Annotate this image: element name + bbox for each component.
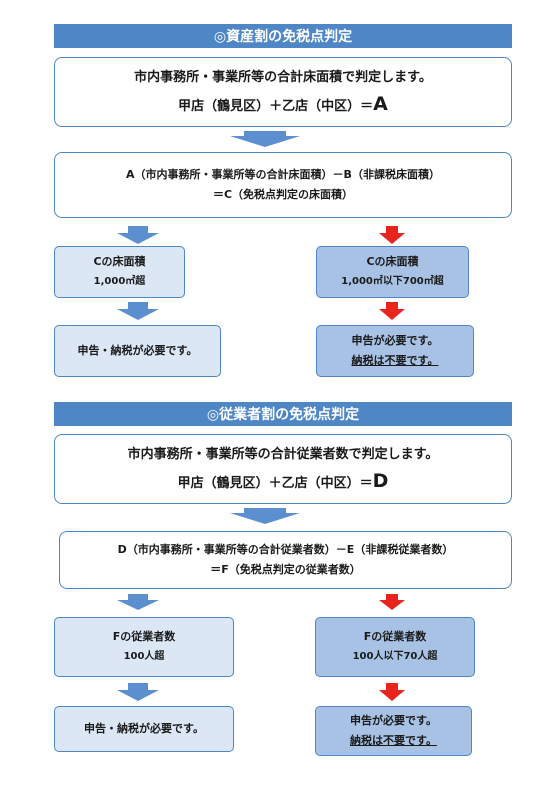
section1-right-card-title: Cの床面積: [366, 255, 419, 268]
section1-right-result-line1: 申告が必要です。: [351, 334, 439, 347]
section1-right-card: Cの床面積 1,000㎡以下700㎡超: [316, 246, 469, 298]
section2-intro-box: 市内事務所・事業所等の合計従業者数で判定します。 甲店（鶴見区）＋乙店（中区）＝…: [54, 434, 512, 504]
section1-var-a: A: [373, 92, 388, 115]
section2-left-card-condition: 100人超: [123, 651, 165, 662]
section2-header: ◎従業者割の免税点判定: [54, 402, 512, 426]
section1-intro-line2: 甲店（鶴見区）＋乙店（中区）＝A: [178, 91, 388, 120]
down-arrow-red-icon: [379, 226, 405, 244]
section1-intro-box: 市内事務所・事業所等の合計床面積で判定します。 甲店（鶴見区）＋乙店（中区）＝A: [54, 57, 512, 127]
section2-formula-box: D（市内事務所・事業所等の合計従業者数）－E（非課税従業者数） ＝F（免税点判定…: [59, 531, 512, 589]
section1-left-card-title: Cの床面積: [93, 255, 146, 268]
section2-left-card: Fの従業者数 100人超: [54, 617, 234, 677]
section2-right-card: Fの従業者数 100人以下70人超: [315, 617, 475, 677]
section1-intro-prefix: 甲店（鶴見区）＋乙店（中区）＝: [178, 98, 374, 114]
section2-header-text: ◎従業者割の免税点判定: [206, 407, 360, 423]
down-arrow-icon: [230, 508, 300, 524]
section2-right-result-line1: 申告が必要です。: [350, 714, 437, 727]
section1-formula-line2: ＝C（免税点判定の床面積）: [212, 188, 354, 201]
section1-formula-line1: A（市内事務所・事業所等の合計床面積）－B（非課税床面積）: [126, 168, 440, 181]
section1-left-result: 申告・納税が必要です。: [54, 325, 221, 377]
section1-left-card-condition: 1,000㎡超: [93, 276, 146, 287]
down-arrow-red-icon: [379, 594, 405, 610]
section2-intro-line2: 甲店（鶴見区）＋乙店（中区）＝D: [178, 468, 389, 497]
section2-var-d: D: [372, 469, 389, 492]
section2-right-card-condition: 100人以下70人超: [352, 651, 438, 662]
section2-right-card-title: Fの従業者数: [363, 630, 427, 643]
section2-right-result: 申告が必要です。 納税は不要です。: [315, 706, 472, 756]
down-arrow-icon: [117, 302, 159, 320]
section2-left-card-title: Fの従業者数: [112, 630, 176, 643]
section1-header: ◎資産割の免税点判定: [54, 24, 512, 48]
section2-intro-line1: 市内事務所・事業所等の合計従業者数で判定します。: [127, 446, 439, 462]
section2-intro-prefix: 甲店（鶴見区）＋乙店（中区）＝: [177, 475, 373, 491]
section2-left-result-text: 申告・納税が必要です。: [84, 722, 204, 735]
down-arrow-red-icon: [379, 683, 405, 701]
section1-left-card: Cの床面積 1,000㎡超: [54, 246, 185, 298]
section1-right-card-condition: 1,000㎡以下700㎡超: [341, 276, 444, 287]
section2-left-result: 申告・納税が必要です。: [54, 706, 234, 752]
down-arrow-icon: [117, 226, 159, 244]
section1-formula-box: A（市内事務所・事業所等の合計床面積）－B（非課税床面積） ＝C（免税点判定の床…: [54, 152, 512, 218]
section1-left-result-text: 申告・納税が必要です。: [77, 344, 198, 357]
section1-intro-line1: 市内事務所・事業所等の合計床面積で判定します。: [134, 69, 432, 85]
section1-right-result-line2: 納税は不要です。: [351, 354, 439, 367]
section1-header-text: ◎資産割の免税点判定: [213, 29, 353, 45]
down-arrow-icon: [117, 594, 159, 610]
section2-formula-line2: ＝F（免税点判定の従業者数）: [210, 563, 361, 576]
down-arrow-icon: [230, 131, 300, 147]
down-arrow-icon: [117, 683, 159, 701]
down-arrow-red-icon: [379, 302, 405, 320]
section1-right-result: 申告が必要です。 納税は不要です。: [316, 325, 474, 377]
section2-formula-line1: D（市内事務所・事業所等の合計従業者数）－E（非課税従業者数）: [117, 543, 454, 556]
section2-right-result-line2: 納税は不要です。: [350, 734, 437, 747]
